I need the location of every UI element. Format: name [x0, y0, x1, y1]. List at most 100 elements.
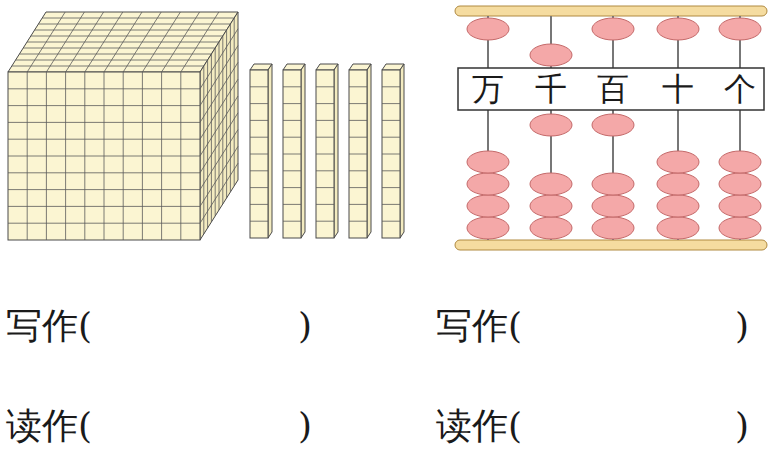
answer-prompt: ) [298, 408, 312, 444]
grid-line [38, 24, 230, 25]
rod-cell-line [250, 86, 268, 87]
abacus-bead [467, 18, 509, 40]
abacus-bead [530, 114, 572, 136]
rod-cell-line [283, 120, 301, 121]
abacus-bead [719, 173, 761, 195]
rod-side [367, 64, 371, 238]
grid-line [180, 72, 181, 240]
abacus-bead [719, 18, 761, 40]
grid-line [31, 36, 223, 37]
rod-cell-line [283, 154, 301, 155]
grid-line [200, 130, 238, 190]
grid-line [142, 72, 143, 240]
abacus-bead [719, 217, 761, 239]
rod-cell-line [316, 204, 334, 205]
rod-cell-line [349, 204, 367, 205]
answer-prompt: ) [298, 308, 312, 344]
rod-cell-line [382, 86, 400, 87]
place-label: 个 [722, 73, 758, 105]
rod-cell-line [382, 103, 400, 104]
abacus-bead [467, 173, 509, 195]
grid-line [162, 12, 200, 72]
abacus-bead [657, 173, 699, 195]
rod-cell-line [250, 120, 268, 121]
rod-front [382, 70, 400, 238]
rod-side [268, 64, 272, 238]
cube-side [200, 12, 238, 240]
grid-line [8, 189, 200, 190]
abacus-bottom-bar [455, 240, 767, 250]
rod-front [349, 70, 367, 238]
rod-cell-line [283, 187, 301, 188]
grid-line [123, 72, 124, 240]
rod-cell-line [382, 154, 400, 155]
answer-prompt: ) [735, 408, 749, 444]
rod-cell-line [349, 120, 367, 121]
cube-top [8, 12, 238, 72]
rod-cell-line [316, 187, 334, 188]
grid-line [200, 96, 238, 156]
grid-line [230, 24, 231, 192]
rod-cell-line [250, 137, 268, 138]
rod-cell-line [283, 221, 301, 222]
rod-cell-line [316, 221, 334, 222]
rod-cell-line [283, 137, 301, 138]
abacus-bead [467, 195, 509, 217]
abacus [455, 6, 767, 250]
rod-front [250, 70, 268, 238]
rod-cell-line [250, 221, 268, 222]
rod-cell-line [250, 204, 268, 205]
place-label: 千 [533, 73, 569, 105]
grid-line [8, 156, 200, 157]
grid-line [123, 12, 161, 72]
rod-side [400, 64, 404, 238]
abacus-bead [467, 217, 509, 239]
abacus-bead [592, 173, 634, 195]
rod-cell-line [316, 120, 334, 121]
grid-line [35, 30, 227, 31]
cube-grid [8, 12, 238, 240]
rod-cell-line [382, 120, 400, 121]
rod-cell-line [316, 154, 334, 155]
grid-line [27, 42, 219, 43]
rod-front [316, 70, 334, 238]
grid-line [200, 163, 238, 223]
rod-cell-line [250, 170, 268, 171]
rod-cell-line [382, 187, 400, 188]
rod-cell-line [250, 103, 268, 104]
thousand-cube [8, 12, 238, 240]
grid-line [181, 12, 219, 72]
rod-cell-line [283, 170, 301, 171]
grid-line [200, 113, 238, 173]
abacus-bead [657, 195, 699, 217]
abacus-bead [467, 151, 509, 173]
abacus-bead [530, 217, 572, 239]
rod-front [283, 70, 301, 238]
rod-cell-line [316, 170, 334, 171]
ten-rods [250, 64, 404, 238]
rod-cell-line [349, 154, 367, 155]
grid-line [8, 206, 200, 207]
grid-line [142, 12, 180, 72]
rod-cell-line [316, 103, 334, 104]
answer-prompt: 读作( [6, 408, 92, 444]
grid-line [226, 30, 227, 198]
rod-cell-line [382, 137, 400, 138]
rod-cell-line [283, 204, 301, 205]
answer-prompt: 写作( [6, 308, 92, 344]
answer-prompt: ) [735, 308, 749, 344]
abacus-beam [458, 68, 764, 110]
cube-front [8, 72, 200, 240]
rod-cell-line [349, 170, 367, 171]
place-label: 万 [470, 73, 506, 105]
abacus-bead [592, 18, 634, 40]
abacus-bead [592, 217, 634, 239]
rod-cell-line [349, 187, 367, 188]
rod-side [301, 64, 305, 238]
rod-cell-line [349, 221, 367, 222]
abacus-top-bar [455, 6, 767, 16]
rod-cell-line [382, 221, 400, 222]
grid-line [161, 72, 162, 240]
abacus-bead [530, 173, 572, 195]
